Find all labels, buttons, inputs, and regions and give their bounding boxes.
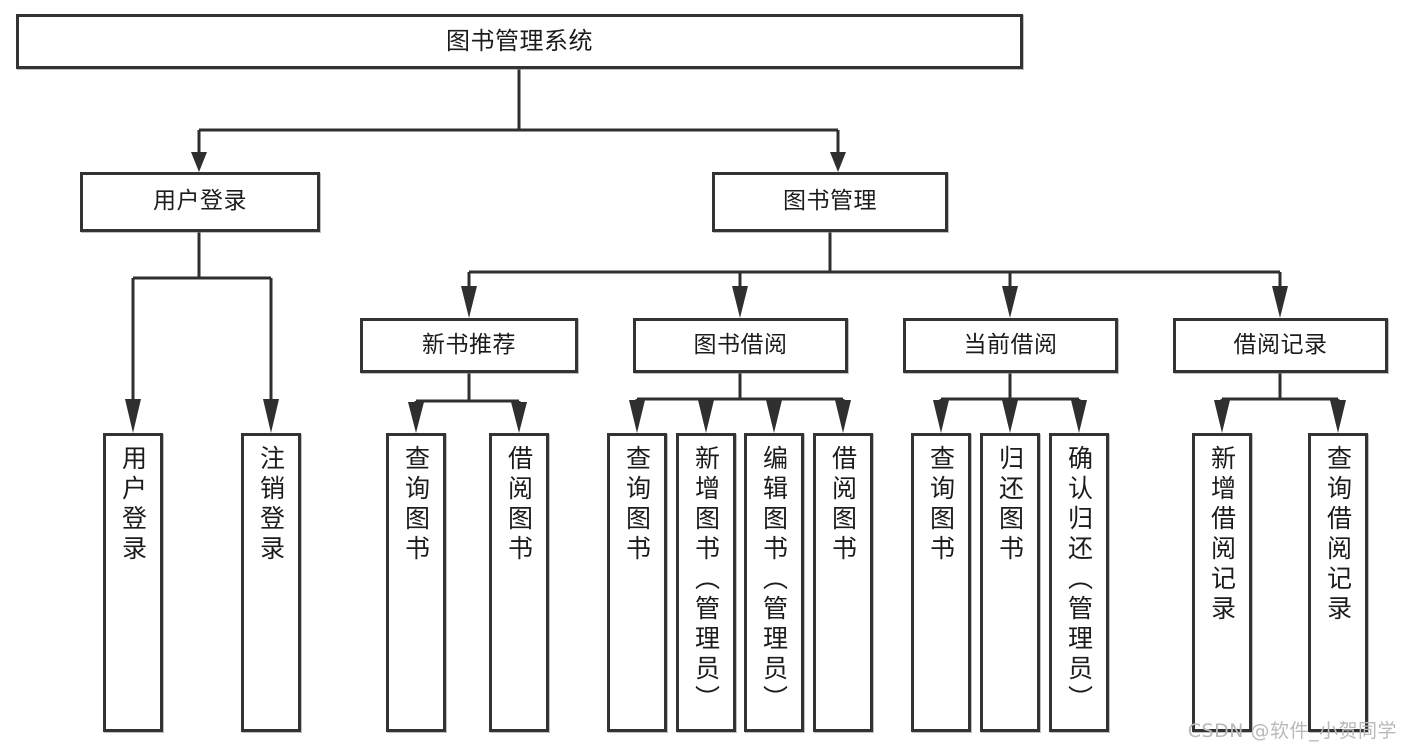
node-borrow-record-label: 借阅记录	[1233, 331, 1328, 358]
leaf-bb-add-book[interactable]: 新增图书（管理员）	[676, 433, 736, 732]
arrowhead-br-leaf-2	[1330, 400, 1346, 433]
node-user-login-label: 用户登录	[153, 188, 247, 215]
leaf-br-query-record-label: 查询借阅记录	[1323, 445, 1353, 625]
leaf-br-query-record[interactable]: 查询借阅记录	[1308, 433, 1368, 732]
arrowhead-borrow-record	[1272, 286, 1288, 318]
arrowhead-book-manage	[830, 152, 846, 172]
arrowhead-user-login	[191, 152, 207, 172]
arrowhead-bb-leaf-1	[629, 400, 645, 433]
leaf-logout[interactable]: 注销登录	[241, 433, 301, 732]
leaf-cb-return-book-label: 归还图书	[995, 445, 1025, 565]
node-current-borrow-label: 当前借阅	[963, 331, 1058, 358]
leaf-user-login[interactable]: 用户登录	[103, 433, 163, 732]
node-borrow-record[interactable]: 借阅记录	[1173, 318, 1388, 373]
arrowhead-book-borrow	[732, 286, 748, 318]
leaf-nb-borrow-book[interactable]: 借阅图书	[489, 433, 549, 732]
arrowhead-new-book-recommend	[461, 286, 477, 318]
leaf-bb-query-book-label: 查询图书	[622, 445, 652, 565]
node-user-login[interactable]: 用户登录	[80, 172, 320, 232]
arrowhead-nb-leaf-2	[511, 402, 527, 433]
leaf-bb-edit-book[interactable]: 编辑图书（管理员）	[744, 433, 804, 732]
node-book-borrow[interactable]: 图书借阅	[633, 318, 848, 373]
arrowhead-bb-leaf-4	[835, 400, 851, 433]
leaf-cb-confirm-return-label: 确认归还（管理员）	[1064, 445, 1094, 715]
node-new-book-recommend[interactable]: 新书推荐	[360, 318, 578, 373]
leaf-cb-return-book[interactable]: 归还图书	[980, 433, 1040, 732]
leaf-nb-query-book[interactable]: 查询图书	[386, 433, 446, 732]
arrowhead-cb-leaf-1	[933, 400, 949, 433]
arrowhead-current-borrow	[1002, 286, 1018, 318]
leaf-bb-borrow-book-label: 借阅图书	[828, 445, 858, 565]
leaf-cb-confirm-return[interactable]: 确认归还（管理员）	[1049, 433, 1109, 732]
node-current-borrow[interactable]: 当前借阅	[903, 318, 1118, 373]
leaf-bb-edit-book-label: 编辑图书（管理员）	[759, 445, 789, 715]
arrowhead-leaf-user-login	[125, 399, 141, 433]
leaf-br-add-record[interactable]: 新增借阅记录	[1192, 433, 1252, 732]
leaf-bb-query-book[interactable]: 查询图书	[607, 433, 667, 732]
arrowhead-cb-leaf-3	[1071, 400, 1087, 433]
leaf-cb-query-book-label: 查询图书	[926, 445, 956, 565]
arrowhead-nb-leaf-1	[408, 402, 424, 433]
node-book-management[interactable]: 图书管理	[712, 172, 948, 232]
leaf-bb-add-book-label: 新增图书（管理员）	[691, 445, 721, 715]
leaf-user-login-label: 用户登录	[118, 445, 148, 565]
arrowhead-bb-leaf-3	[766, 400, 782, 433]
leaf-nb-borrow-book-label: 借阅图书	[504, 445, 534, 565]
node-root-label: 图书管理系统	[446, 27, 593, 56]
node-book-borrow-label: 图书借阅	[693, 331, 788, 358]
leaf-cb-query-book[interactable]: 查询图书	[911, 433, 971, 732]
leaf-bb-borrow-book[interactable]: 借阅图书	[813, 433, 873, 732]
arrowhead-cb-leaf-2	[1002, 400, 1018, 433]
watermark: CSDN @软件_小贺同学	[1187, 720, 1397, 742]
leaf-logout-label: 注销登录	[256, 445, 286, 565]
leaf-nb-query-book-label: 查询图书	[401, 445, 431, 565]
arrowhead-leaf-logout	[263, 399, 279, 433]
node-root[interactable]: 图书管理系统	[16, 14, 1023, 69]
node-book-management-label: 图书管理	[783, 188, 877, 215]
arrowhead-bb-leaf-2	[698, 400, 714, 433]
leaf-br-add-record-label: 新增借阅记录	[1207, 445, 1237, 625]
node-new-book-recommend-label: 新书推荐	[422, 331, 516, 358]
arrowhead-br-leaf-1	[1214, 400, 1230, 433]
